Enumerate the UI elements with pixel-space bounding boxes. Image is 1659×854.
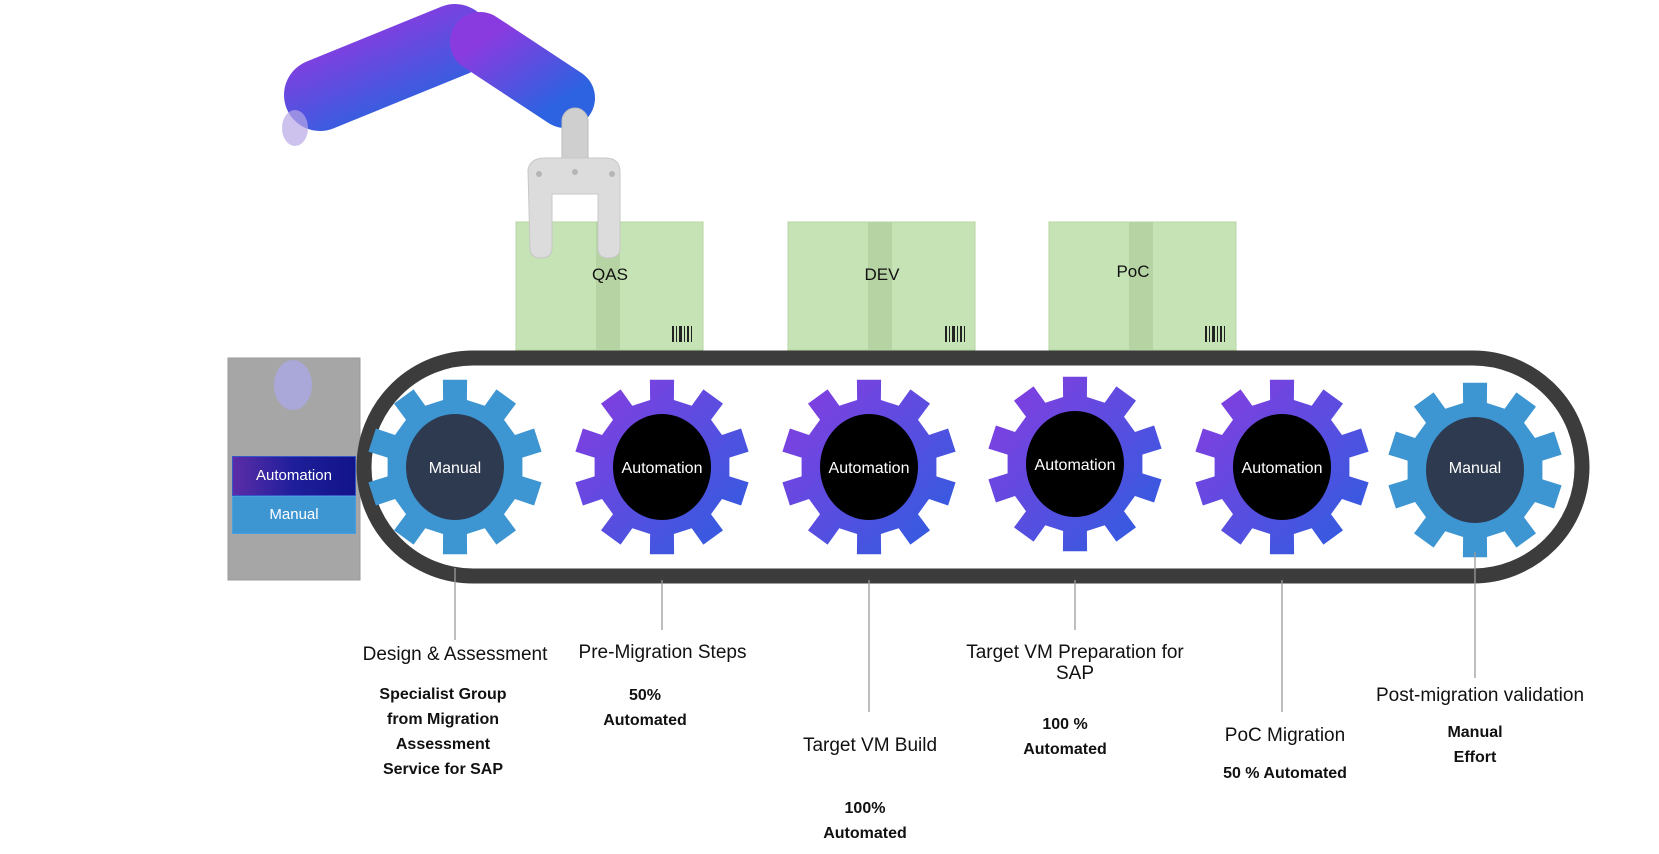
box-dev — [787, 221, 976, 351]
gear-label-2: Automation — [621, 460, 703, 477]
stage-detail-vmprep: 100 % Automated — [1023, 716, 1107, 758]
gear-6-manual — [1388, 382, 1562, 558]
gear-3-automation — [782, 379, 956, 555]
stage-detail-vmbuild: 100% Automated — [823, 800, 907, 842]
gear-4-automation — [988, 376, 1162, 552]
gear-2-automation — [575, 379, 749, 555]
box-label-dev: DEV — [864, 265, 900, 284]
barcode-icon — [672, 326, 692, 342]
stage-title-pocmigration: PoC Migration — [1224, 725, 1346, 746]
stage-title-premigration: Pre-Migration Steps — [578, 642, 747, 663]
gears-layer — [368, 376, 1562, 558]
stage-title-design: Design & Assessment — [362, 644, 548, 665]
stage-title-vmbuild: Target VM Build — [802, 735, 938, 756]
box-label-qas: QAS — [592, 265, 628, 284]
gear-hub — [1426, 417, 1524, 523]
gear-hub — [406, 414, 504, 520]
box-poc — [1048, 221, 1237, 351]
box-label-poc: PoC — [1116, 262, 1150, 281]
gear-label-1: Manual — [428, 460, 482, 477]
gear-hub — [820, 414, 918, 520]
stage-title-postmigration: Post-migration validation — [1375, 685, 1585, 706]
robot-arm — [255, 4, 595, 425]
gear-hub — [613, 414, 711, 520]
stage-title-vmprep: Target VM Preparation for SAP — [966, 642, 1184, 684]
conveyor-belt — [356, 350, 1590, 584]
gear-5-automation — [1195, 379, 1369, 555]
gear-label-3: Automation — [828, 460, 910, 477]
stage-detail-premigration: 50% Automated — [603, 687, 687, 729]
gear-label-5: Automation — [1241, 460, 1323, 477]
stage-detail-postmigration: Manual Effort — [1447, 724, 1503, 766]
leader-lines — [454, 552, 1476, 712]
gear-label-4: Automation — [1034, 457, 1116, 474]
gear-label-6: Manual — [1448, 460, 1502, 477]
gear-hub — [1026, 411, 1124, 517]
barcode-icon — [1205, 326, 1225, 342]
legend-manual: Manual — [232, 496, 356, 534]
stage-detail-design: Specialist Group from Migration Assessme… — [379, 686, 507, 778]
gear-hub — [1233, 414, 1331, 520]
gripper — [527, 107, 621, 259]
legend-automation: Automation — [232, 456, 356, 496]
gear-1-manual — [368, 379, 542, 555]
barcode-icon — [945, 326, 965, 342]
stage-detail-pocmigration: 50 % Automated — [1223, 765, 1347, 782]
